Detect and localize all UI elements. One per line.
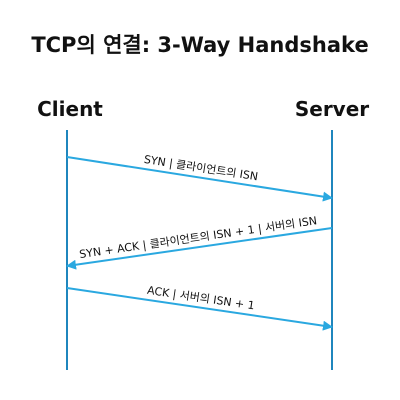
diagram-title: TCP의 연결: 3-Way Handshake	[31, 33, 368, 57]
client-label: Client	[37, 97, 103, 121]
message-label-2: SYN + ACK | 클라이언트의 ISN + 1 | 서버의 ISN	[78, 214, 317, 261]
message-arrow-3	[66, 287, 333, 331]
message-group: SYN | 클라이언트의 ISN SYN + ACK | 클라이언트의 ISN +…	[66, 153, 333, 331]
server-label: Server	[295, 97, 369, 121]
message-arrow-2	[66, 227, 333, 270]
message-label-1: SYN | 클라이언트의 ISN	[143, 153, 259, 183]
message-arrow-1	[66, 156, 333, 202]
